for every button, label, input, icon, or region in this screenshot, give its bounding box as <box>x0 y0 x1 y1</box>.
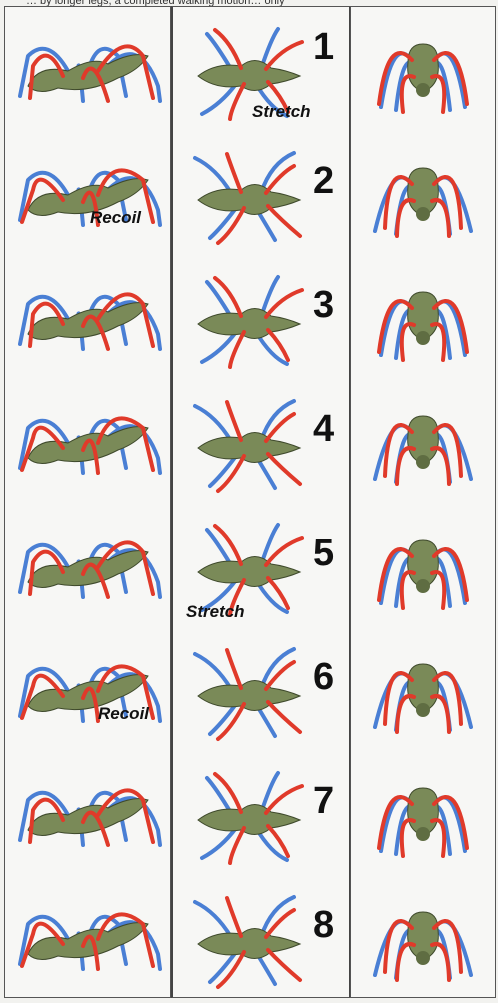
leg-red <box>268 702 300 732</box>
front-view-spider-6 <box>368 642 478 742</box>
leg-blue <box>261 401 294 441</box>
spider-head <box>416 83 430 97</box>
leg-blue <box>195 406 231 441</box>
spider-body <box>198 680 300 710</box>
leg-blue <box>195 902 231 937</box>
top-view-spider-8 <box>186 892 306 992</box>
front-view-spider-1 <box>368 22 478 122</box>
frame-number-6: 6 <box>313 658 334 696</box>
frame-number-1: 1 <box>313 28 334 66</box>
spider-body <box>28 427 148 464</box>
leg-blue <box>210 952 236 982</box>
top-view-spider-7 <box>186 768 306 868</box>
leg-blue <box>195 158 231 193</box>
spider-body <box>198 432 300 462</box>
motion-label-recoil: Recoil <box>98 704 149 724</box>
side-view-spider-3 <box>8 264 168 374</box>
frame-number-7: 7 <box>313 782 334 820</box>
spider-body <box>28 551 148 588</box>
spider-body <box>198 308 300 338</box>
spider-body <box>198 928 300 958</box>
spider-head <box>416 827 430 841</box>
front-view-spider-3 <box>368 270 478 370</box>
front-view-spider-4 <box>368 394 478 494</box>
leg-red <box>268 950 300 980</box>
front-view-spider-5 <box>368 518 478 618</box>
frame-number-4: 4 <box>313 410 334 448</box>
spider-body <box>198 60 300 90</box>
frame-number-2: 2 <box>313 162 334 200</box>
motion-label-stretch: Stretch <box>186 602 245 622</box>
spider-body <box>28 799 148 836</box>
leg-red <box>268 206 300 236</box>
leg-red <box>268 826 288 856</box>
spider-head <box>416 331 430 345</box>
leg-blue <box>207 530 231 565</box>
front-view-spider-8 <box>368 890 478 990</box>
spider-head <box>416 455 430 469</box>
spider-body <box>198 804 300 834</box>
top-view-spider-2 <box>186 148 306 248</box>
leg-blue <box>210 208 236 238</box>
front-view-spider-7 <box>368 766 478 866</box>
front-view-spider-2 <box>368 146 478 246</box>
leg-blue <box>261 897 294 937</box>
frame-number-3: 3 <box>313 286 334 324</box>
spider-body <box>198 184 300 214</box>
top-view-spider-3 <box>186 272 306 372</box>
side-view-spider-2 <box>8 140 168 250</box>
side-view-spider-1 <box>8 16 168 126</box>
leg-red <box>268 578 288 608</box>
spider-head <box>416 579 430 593</box>
spider-head <box>416 703 430 717</box>
spider-body <box>28 55 148 92</box>
top-view-spider-6 <box>186 644 306 744</box>
leg-blue <box>207 778 231 813</box>
leg-blue <box>207 282 231 317</box>
frame-number-8: 8 <box>313 906 334 944</box>
leg-red <box>268 454 300 484</box>
side-view-spider-7 <box>8 760 168 870</box>
leg-blue <box>261 649 294 689</box>
leg-blue <box>195 654 231 689</box>
spider-body <box>28 923 148 960</box>
spider-head <box>416 951 430 965</box>
frame-number-5: 5 <box>313 534 334 572</box>
side-view-spider-8 <box>8 884 168 994</box>
leg-red <box>268 330 288 360</box>
leg-blue <box>210 456 236 486</box>
motion-label-recoil: Recoil <box>90 208 141 228</box>
motion-label-stretch: Stretch <box>252 102 311 122</box>
leg-blue <box>210 704 236 734</box>
side-view-spider-6 <box>8 636 168 746</box>
spider-head <box>416 207 430 221</box>
spider-body <box>28 303 148 340</box>
leg-blue <box>261 153 294 193</box>
side-view-spider-5 <box>8 512 168 622</box>
spider-body <box>198 556 300 586</box>
side-view-spider-4 <box>8 388 168 498</box>
leg-blue <box>207 34 231 69</box>
top-view-spider-4 <box>186 396 306 496</box>
